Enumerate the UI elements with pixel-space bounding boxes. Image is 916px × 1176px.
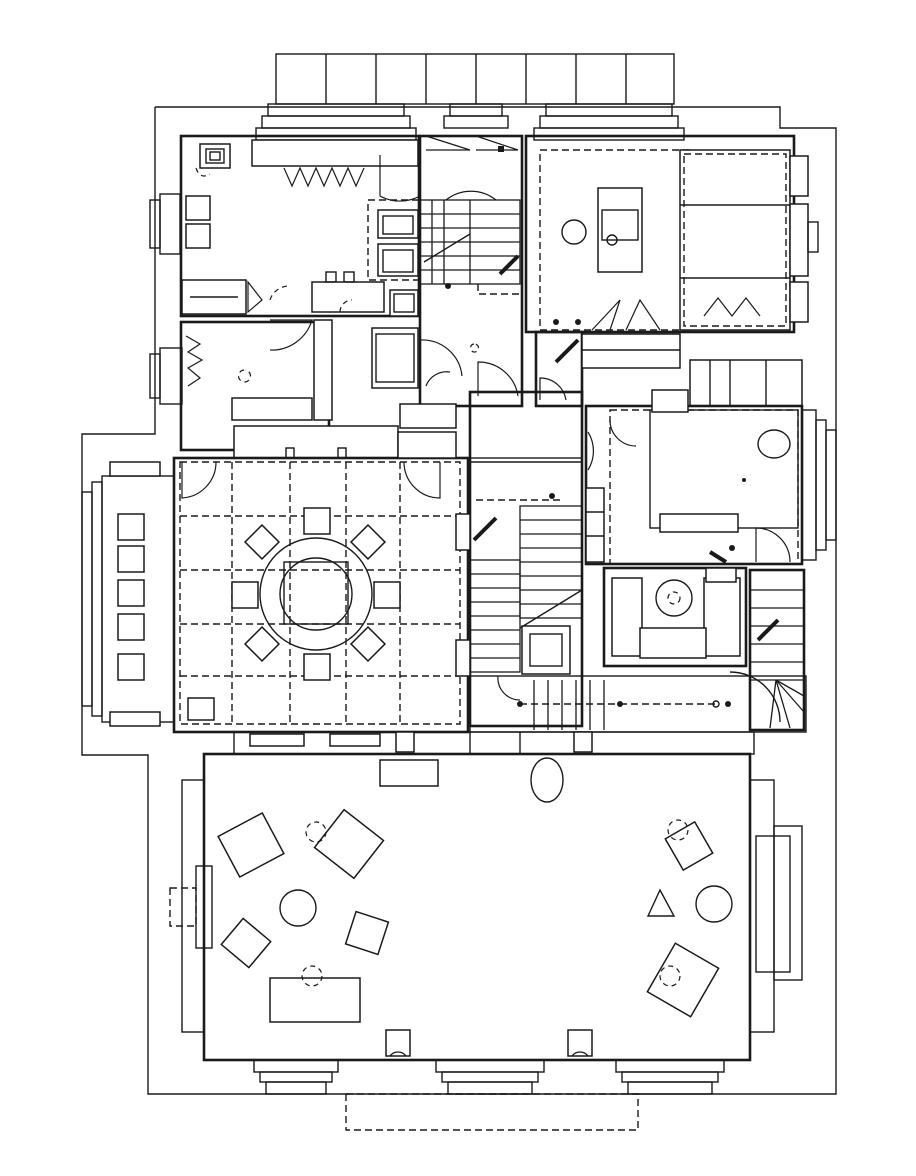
kitchen-table	[311, 281, 385, 313]
ne-writing-desk	[597, 187, 643, 273]
pantry-counter	[231, 397, 313, 421]
pantry-cabinet	[313, 319, 333, 421]
dining-rug-circle	[259, 537, 373, 651]
room-southeast-stair	[725, 568, 806, 732]
salon-sofa-east	[646, 942, 720, 1018]
salon-round-table-north	[530, 757, 564, 803]
room-central-stair	[397, 390, 584, 728]
south-window-bays	[253, 1059, 725, 1095]
salon-settee-south	[269, 977, 361, 1023]
ne-bed	[679, 149, 791, 331]
room-dining	[172, 425, 470, 734]
salon-side-table-east	[695, 885, 733, 923]
lower-stair-run	[469, 675, 807, 733]
stove	[199, 143, 231, 169]
salon-sofa-west	[217, 811, 285, 879]
south-terrace	[345, 1093, 639, 1131]
salon-piano	[379, 759, 439, 787]
salon-side-table-west	[279, 889, 317, 927]
room-east	[584, 359, 804, 566]
room-kitchen	[179, 134, 421, 318]
dining-table-round	[279, 557, 353, 631]
north-terrace	[275, 53, 675, 105]
hall-cabinet	[371, 327, 419, 389]
salon-armchair-nw	[313, 808, 385, 880]
dining-west-bay	[81, 461, 175, 727]
north-passage	[534, 330, 681, 408]
dining-sideboard	[233, 425, 399, 459]
central-stair-newel	[521, 625, 571, 675]
east-sofa-north	[689, 359, 803, 407]
room-east-sitting-nook	[602, 566, 748, 668]
east-bay-window	[651, 389, 837, 561]
cross-corridor	[233, 731, 755, 755]
kitchen-west-bay	[149, 193, 211, 255]
north-window-bays	[255, 103, 685, 141]
room-grand-salon	[169, 752, 803, 1062]
kitchen-appliance-2	[377, 243, 419, 277]
room-northeast	[524, 134, 819, 334]
kitchen-counter-north	[251, 139, 419, 167]
outer-boundary	[81, 106, 837, 1095]
